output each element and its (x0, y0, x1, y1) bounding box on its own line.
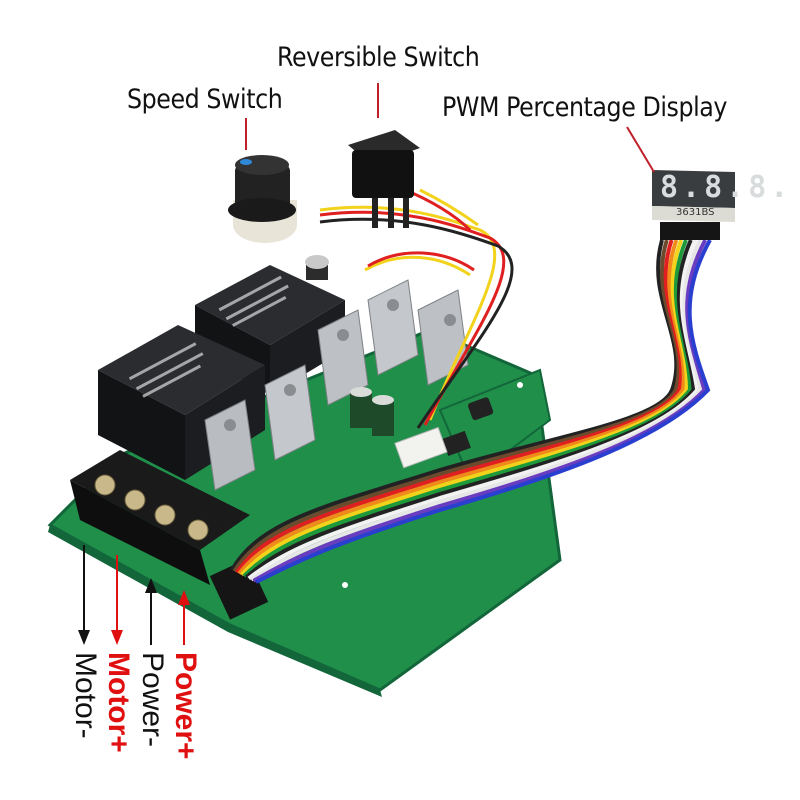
terminal-arrows (78, 545, 190, 645)
terminal-screw (124, 489, 146, 511)
capacitor (350, 387, 372, 428)
capacitor (305, 255, 329, 280)
ribbon-wire (235, 239, 684, 574)
callout-speed-switch: Speed Switch (127, 84, 283, 115)
pwm-display-module (652, 170, 735, 240)
pcb-side-module (438, 368, 552, 482)
terminal-block (70, 450, 250, 585)
terminal-label-motor-plus: Motor+ (102, 652, 135, 753)
ribbon-wire (245, 239, 696, 579)
mounting-hole (342, 582, 348, 588)
arrow-down-icon (111, 630, 123, 645)
arrow-down-icon (78, 630, 90, 645)
terminal-label-power-plus: Power+ (169, 652, 202, 760)
ribbon-cable (230, 239, 712, 584)
heatsink (367, 279, 419, 376)
mosfet-chip (442, 430, 471, 456)
inductor (468, 397, 494, 421)
heatsink (204, 399, 256, 491)
terminal-label-power-minus: Power- (136, 652, 169, 748)
capacitor (372, 395, 394, 436)
ribbon-wire (255, 239, 712, 584)
heatsinks (204, 279, 469, 491)
terminal-screw (154, 504, 176, 526)
jst-connector (394, 426, 448, 469)
callout-reversible-switch: Reversible Switch (277, 42, 480, 73)
mounting-hole (517, 382, 523, 388)
pcb-edge (48, 525, 382, 697)
arrow-up-icon (178, 590, 190, 605)
ribbon-wire (232, 239, 681, 573)
terminal-screw (94, 474, 116, 496)
callout-pwm-display: PWM Percentage Display (442, 92, 727, 123)
heatsink (264, 364, 316, 461)
ribbon-wire (240, 239, 689, 577)
reversible-rocker-switch (348, 130, 420, 228)
terminal-screw (187, 519, 209, 541)
arrow-up-icon (145, 578, 157, 593)
speed-potentiometer-knob (228, 155, 297, 243)
ribbon-wire (230, 239, 679, 571)
ribbon-wire (242, 239, 693, 578)
display-digits: 8.8.8. (660, 170, 793, 205)
leader-line-pwm (626, 126, 655, 173)
heatsink (317, 309, 369, 406)
terminal-label-motor-minus: Motor- (69, 652, 102, 739)
display-model-label: 3631BS (676, 207, 715, 218)
